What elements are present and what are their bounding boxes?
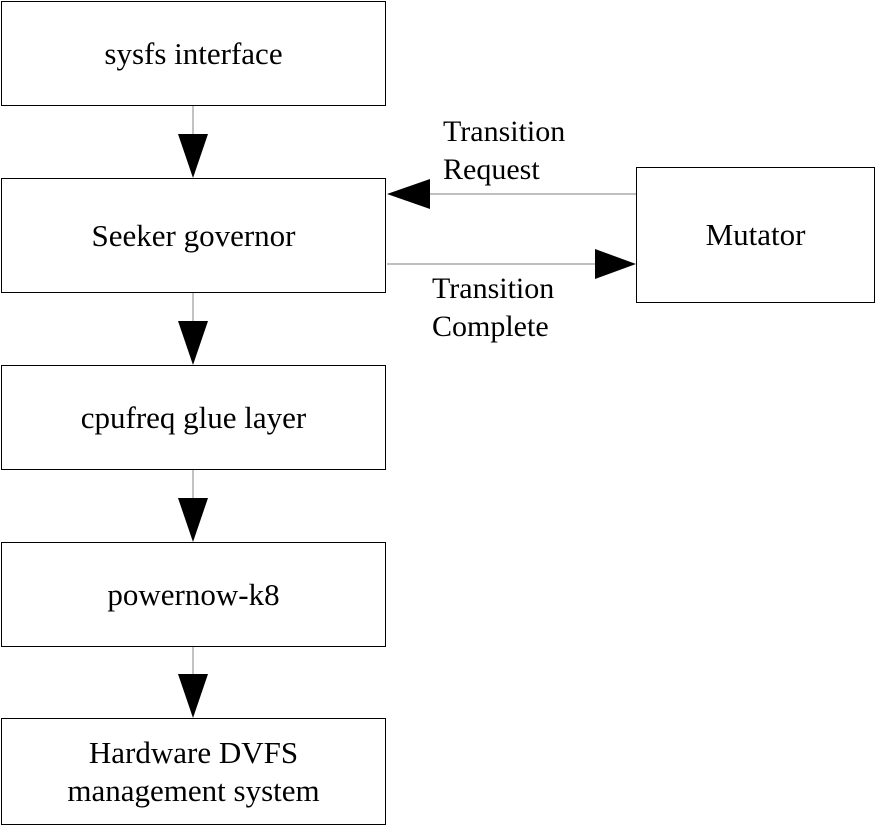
seeker-governor-box: Seeker governor (1, 178, 386, 293)
powernow-k8-label: powernow-k8 (107, 576, 280, 612)
arrow-transition-complete (387, 249, 636, 279)
powernow-k8-box: powernow-k8 (1, 542, 386, 647)
transition-complete-line2: Complete (432, 310, 549, 343)
hardware-dvfs-label: Hardware DVFS management system (67, 734, 319, 810)
arrow-powernow-to-hardware (178, 647, 208, 718)
arrow-seeker-to-cpufreq (178, 293, 208, 365)
hardware-dvfs-box: Hardware DVFS management system (1, 718, 386, 825)
hardware-dvfs-line1: Hardware DVFS (88, 734, 299, 770)
cpufreq-glue-layer-label: cpufreq glue layer (80, 399, 307, 435)
mutator-label: Mutator (705, 217, 806, 253)
cpufreq-glue-layer-box: cpufreq glue layer (1, 365, 386, 470)
hardware-dvfs-line2: management system (67, 772, 320, 808)
transition-complete-label: Transition Complete (432, 270, 554, 346)
sysfs-interface-label: sysfs interface (104, 35, 283, 71)
arrow-cpufreq-to-powernow (178, 470, 208, 542)
mutator-box: Mutator (636, 167, 875, 303)
transition-request-label: Transition Request (443, 113, 565, 189)
transition-request-line1: Transition (443, 115, 566, 148)
arrow-transition-request (387, 179, 636, 209)
arrow-sysfs-to-seeker (178, 106, 208, 178)
sysfs-interface-box: sysfs interface (1, 1, 386, 106)
transition-complete-line1: Transition (432, 272, 555, 305)
transition-request-line2: Request (443, 153, 540, 186)
seeker-governor-label: Seeker governor (91, 217, 296, 253)
